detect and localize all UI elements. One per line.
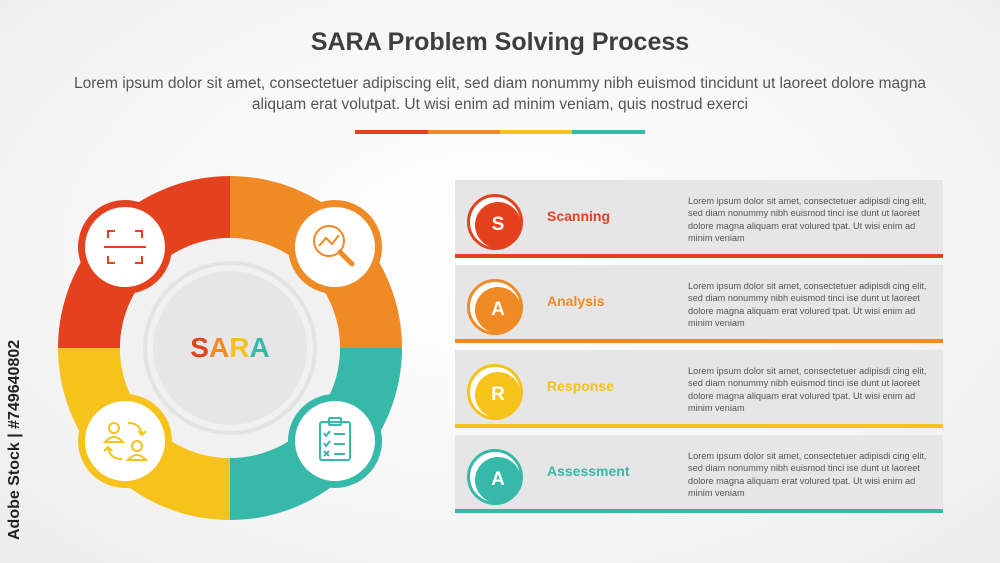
step-label: Response (547, 378, 614, 394)
step-label: Analysis (547, 293, 605, 309)
step-badge: S (467, 194, 523, 250)
watermark-text: Adobe Stock | #749640802 (6, 339, 23, 540)
step-badge: A (467, 279, 523, 335)
step-accent-bar (455, 254, 943, 258)
center-letter-r: R (229, 332, 249, 363)
step-panel-scanning: S Scanning Lorem ipsum dolor sit amet, c… (455, 180, 943, 258)
step-letter: R (475, 372, 521, 418)
step-description: Lorem ipsum dolor sit amet, consectetuer… (688, 196, 927, 244)
checklist-clipboard-icon (288, 394, 382, 488)
step-badge: A (467, 449, 523, 505)
step-panel-analysis: A Analysis Lorem ipsum dolor sit amet, c… (455, 265, 943, 343)
magnifier-analysis-icon (288, 200, 382, 294)
step-description: Lorem ipsum dolor sit amet, consectetuer… (688, 281, 927, 329)
underline-segment-scanning (355, 130, 428, 134)
step-accent-bar (455, 339, 943, 343)
sara-wheel: SARA (58, 176, 402, 520)
wheel-center-halo (143, 261, 317, 435)
step-letter: A (475, 457, 521, 503)
center-title: SARA (190, 332, 269, 363)
step-description: Lorem ipsum dolor sit amet, consectetuer… (688, 451, 927, 499)
center-letter-a2: A (249, 332, 269, 363)
step-letter: A (475, 287, 521, 333)
center-letter-s: S (190, 332, 209, 363)
step-panel-assessment: A Assessment Lorem ipsum dolor sit amet,… (455, 435, 943, 513)
underline-segment-response (500, 130, 572, 134)
page-title: SARA Problem Solving Process (310, 28, 690, 56)
center-letter-a1: A (209, 332, 229, 363)
people-exchange-icon (78, 394, 172, 488)
page-subtitle: Lorem ipsum dolor sit amet, consectetuer… (73, 75, 927, 113)
step-panel-response: R Response Lorem ipsum dolor sit amet, c… (455, 350, 943, 428)
step-badge: R (467, 364, 523, 420)
scan-icon (78, 200, 172, 294)
underline-segment-analysis (428, 130, 500, 134)
step-label: Scanning (547, 208, 611, 224)
step-accent-bar (455, 509, 943, 513)
underline-segment-assessment (572, 130, 645, 134)
step-description: Lorem ipsum dolor sit amet, consectetuer… (688, 366, 927, 414)
step-label: Assessment (547, 463, 630, 479)
step-accent-bar (455, 424, 943, 428)
step-letter: S (475, 202, 521, 248)
wheel-center-disc (153, 271, 307, 425)
